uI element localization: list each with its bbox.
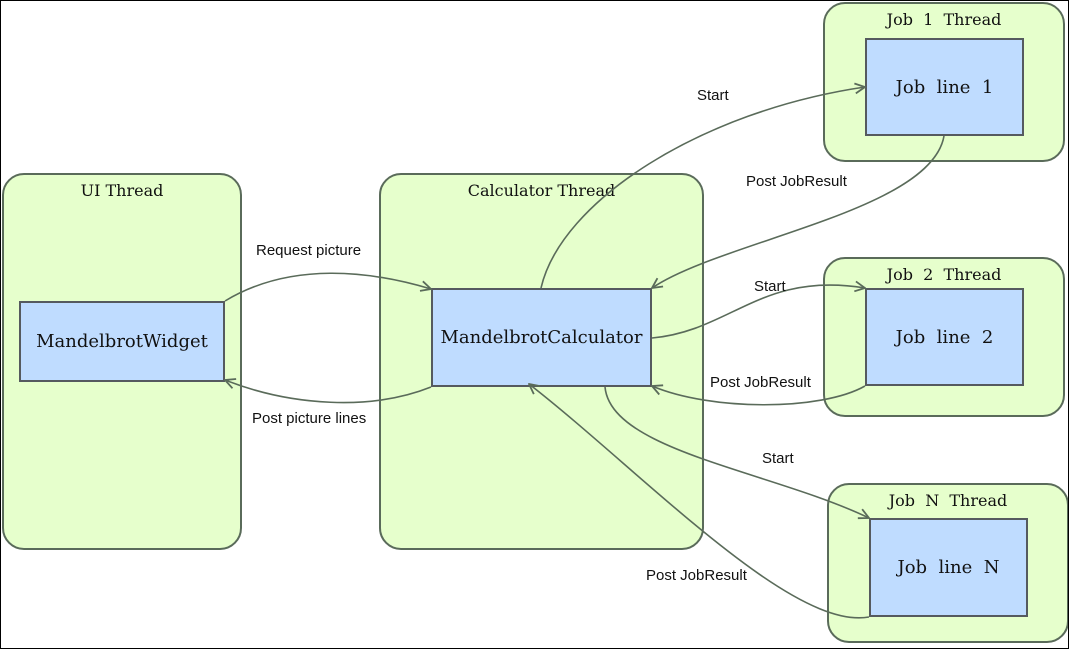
label-start-job1: Start: [697, 87, 729, 104]
edge-start-job2: [651, 285, 865, 339]
label-result-jobN: Post JobResult: [646, 567, 747, 584]
mandelbrot-calculator-node: MandelbrotCalculator: [431, 288, 652, 387]
label-start-job2: Start: [754, 278, 786, 295]
label-result-job2: Post JobResult: [710, 374, 811, 391]
edge-post-picture-lines: [225, 380, 432, 404]
jobN-thread-title: Job N Thread: [888, 491, 1008, 510]
edge-start-job1: [540, 87, 865, 289]
edge-result-jobN: [529, 384, 870, 619]
mandelbrot-widget-node: MandelbrotWidget: [19, 301, 225, 382]
edge-result-job2: [652, 386, 866, 406]
job-line-2-node: Job line 2: [865, 288, 1024, 386]
edge-start-jobN: [604, 386, 869, 518]
job1-thread-title: Job 1 Thread: [886, 10, 1002, 29]
job2-thread-title: Job 2 Thread: [886, 265, 1002, 284]
label-start-jobN: Start: [762, 450, 794, 467]
calculator-thread-title: Calculator Thread: [467, 181, 616, 200]
edge-request-picture: [224, 272, 431, 302]
job-line-1-node: Job line 1: [865, 38, 1024, 136]
job-line-n-node: Job line N: [869, 518, 1028, 617]
ui-thread-title: UI Thread: [80, 181, 164, 200]
edge-result-job1: [652, 135, 945, 288]
label-request-picture: Request picture: [256, 242, 362, 259]
label-post-picture-lines: Post picture lines: [252, 410, 367, 427]
label-result-job1: Post JobResult: [746, 173, 847, 190]
